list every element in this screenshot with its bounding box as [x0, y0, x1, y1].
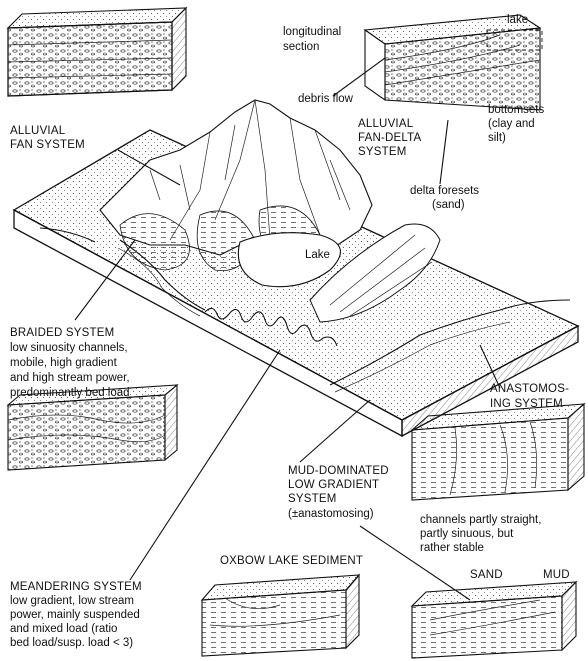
meandering-river	[204, 307, 338, 347]
svg-text:power, mainly suspended: power, mainly suspended	[10, 609, 140, 621]
label-meandering-system: MEANDERING SYSTEM low gradient, low stre…	[10, 581, 142, 649]
svg-text:FAN-DELTA: FAN-DELTA	[358, 132, 421, 144]
label-alluvial-fan-delta-system: ALLUVIAL FAN-DELTA SYSTEM	[358, 118, 421, 158]
svg-text:(clay and: (clay and	[488, 118, 535, 130]
braided-channel	[119, 239, 206, 311]
inset-alluvial-fan-section	[6, 6, 188, 97]
label-braided-system: BRAIDED SYSTEM low sinuosity channels, m…	[10, 327, 130, 399]
svg-text:partly sinuous, but: partly sinuous, but	[420, 528, 514, 540]
svg-text:(sand): (sand)	[432, 199, 465, 211]
svg-text:ING SYSTEM: ING SYSTEM	[490, 398, 563, 410]
inset-braided-section	[6, 383, 179, 471]
label-lake-main: Lake	[305, 249, 330, 261]
label-oxbow-lake-sediment: OXBOW LAKE SEDIMENT	[220, 555, 363, 567]
svg-text:LOW GRADIENT: LOW GRADIENT	[288, 479, 379, 491]
alluvial-fan-left	[119, 213, 190, 271]
svg-text:section: section	[283, 41, 319, 53]
label-longitudinal-section: longitudinal section	[283, 26, 341, 53]
svg-text:low gradient, low stream: low gradient, low stream	[10, 595, 134, 607]
label-lake-top: lake	[507, 14, 528, 26]
svg-text:and high stream power,: and high stream power,	[10, 372, 130, 384]
svg-text:bed load/susp. load < 3): bed load/susp. load < 3)	[10, 637, 133, 649]
label-mud-dominated-system: MUD-DOMINATED LOW GRADIENT SYSTEM (±anas…	[288, 465, 389, 520]
anastomosing-channels	[329, 299, 571, 386]
svg-text:MUD-DOMINATED: MUD-DOMINATED	[288, 465, 389, 477]
label-bottomsets: bottomsets (clay and silt)	[488, 104, 544, 144]
inset-fan-delta-section	[363, 14, 543, 111]
label-delta-foresets: delta foresets (sand)	[410, 185, 479, 211]
lake	[237, 232, 341, 288]
main-block-diagram	[12, 99, 580, 438]
svg-text:SYSTEM: SYSTEM	[358, 146, 407, 158]
label-anastomosing-system: ANASTOMOS- ING SYSTEM	[490, 383, 569, 410]
svg-text:and mixed load (ratio: and mixed load (ratio	[10, 623, 117, 635]
svg-text:SYSTEM: SYSTEM	[288, 493, 337, 505]
svg-text:mobile, high gradient: mobile, high gradient	[10, 357, 118, 369]
svg-text:bottomsets: bottomsets	[488, 104, 544, 116]
svg-text:(±anastomosing): (±anastomosing)	[288, 508, 374, 520]
inset-anastomosing-section	[410, 402, 586, 501]
svg-text:MEANDERING SYSTEM: MEANDERING SYSTEM	[10, 581, 142, 593]
label-debris-flow: debris flow	[298, 93, 354, 105]
leader-lines	[74, 57, 501, 601]
svg-text:predominantly bed load: predominantly bed load	[10, 387, 130, 399]
svg-text:rather stable: rather stable	[420, 542, 484, 554]
svg-text:longitudinal: longitudinal	[283, 26, 341, 38]
label-mud: MUD	[543, 569, 570, 581]
inset-sand-mud-section	[410, 580, 578, 659]
label-sand: SAND	[470, 569, 503, 581]
svg-text:FAN SYSTEM: FAN SYSTEM	[10, 139, 85, 151]
svg-text:silt): silt)	[488, 132, 506, 144]
svg-text:channels partly straight,: channels partly straight,	[420, 514, 541, 526]
fan-delta-ridge	[309, 223, 441, 323]
svg-text:ALLUVIAL: ALLUVIAL	[358, 118, 414, 130]
svg-text:delta foresets: delta foresets	[410, 185, 479, 197]
label-alluvial-fan-system: ALLUVIAL FAN SYSTEM	[10, 125, 85, 151]
lake-dashed-box	[486, 29, 543, 51]
inset-oxbow-section	[200, 573, 361, 657]
svg-text:BRAIDED SYSTEM: BRAIDED SYSTEM	[10, 327, 114, 339]
svg-text:ANASTOMOS-: ANASTOMOS-	[490, 383, 569, 395]
label-anastomosing-description: channels partly straight, partly sinuous…	[420, 514, 541, 554]
svg-text:low sinuosity channels,: low sinuosity channels,	[10, 342, 128, 354]
svg-text:ALLUVIAL: ALLUVIAL	[10, 125, 66, 137]
